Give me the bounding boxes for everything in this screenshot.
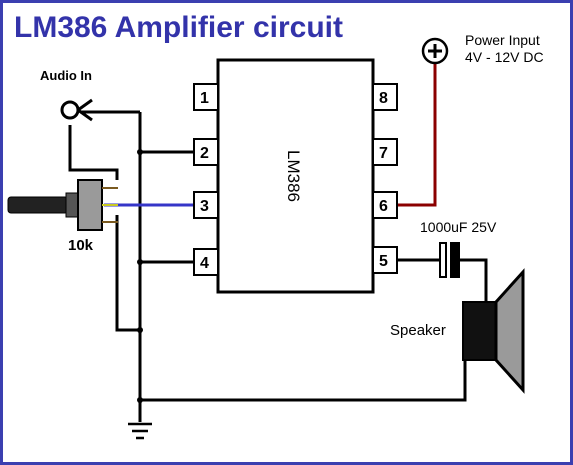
junction-dots [137,149,143,403]
pin-2-label: 2 [200,145,209,162]
chip-label: LM386 [284,150,303,202]
speaker-icon [462,268,525,394]
capacitor-label: 1000uF 25V [420,219,497,235]
audio-in-label: Audio In [40,68,92,83]
plus-in-circle-icon [421,37,449,65]
pin-5-label: 5 [379,253,388,270]
pin-7-label: 7 [379,145,388,162]
ground-wires [68,110,488,422]
junction-dot [137,397,143,403]
pin-box-4 [193,248,219,276]
potentiometer-label: 10k [68,237,94,254]
pin-1-label: 1 [200,90,209,107]
pin-4-label: 4 [200,255,209,272]
pin-box-3 [193,191,219,219]
pin-box-7 [372,138,398,166]
power-input-label: Power Input [465,32,540,48]
chip-pins: 1 2 3 4 8 7 6 5 [193,83,398,276]
pin-box-5 [372,246,398,274]
pin-6-label: 6 [379,198,388,215]
pin-8-label: 8 [379,90,388,107]
pin-box-6 [372,191,398,219]
junction-dot [137,149,143,155]
power-voltage-label: 4V - 12V DC [465,49,544,65]
pin-3-label: 3 [200,198,209,215]
pin-box-8 [372,83,398,111]
pin-box-2 [193,138,219,166]
diagram-title: LM386 Amplifier circuit [14,11,343,44]
ground-icon [128,422,152,440]
junction-dot [137,259,143,265]
audio-jack-icon [60,98,93,122]
potentiometer-icon [7,179,118,231]
lm386-chip-body [216,58,375,294]
power-wire [398,64,437,207]
pin-box-1 [193,83,219,111]
polarized-capacitor-icon [439,242,460,278]
speaker-label: Speaker [390,322,446,339]
junction-dot [137,327,143,333]
